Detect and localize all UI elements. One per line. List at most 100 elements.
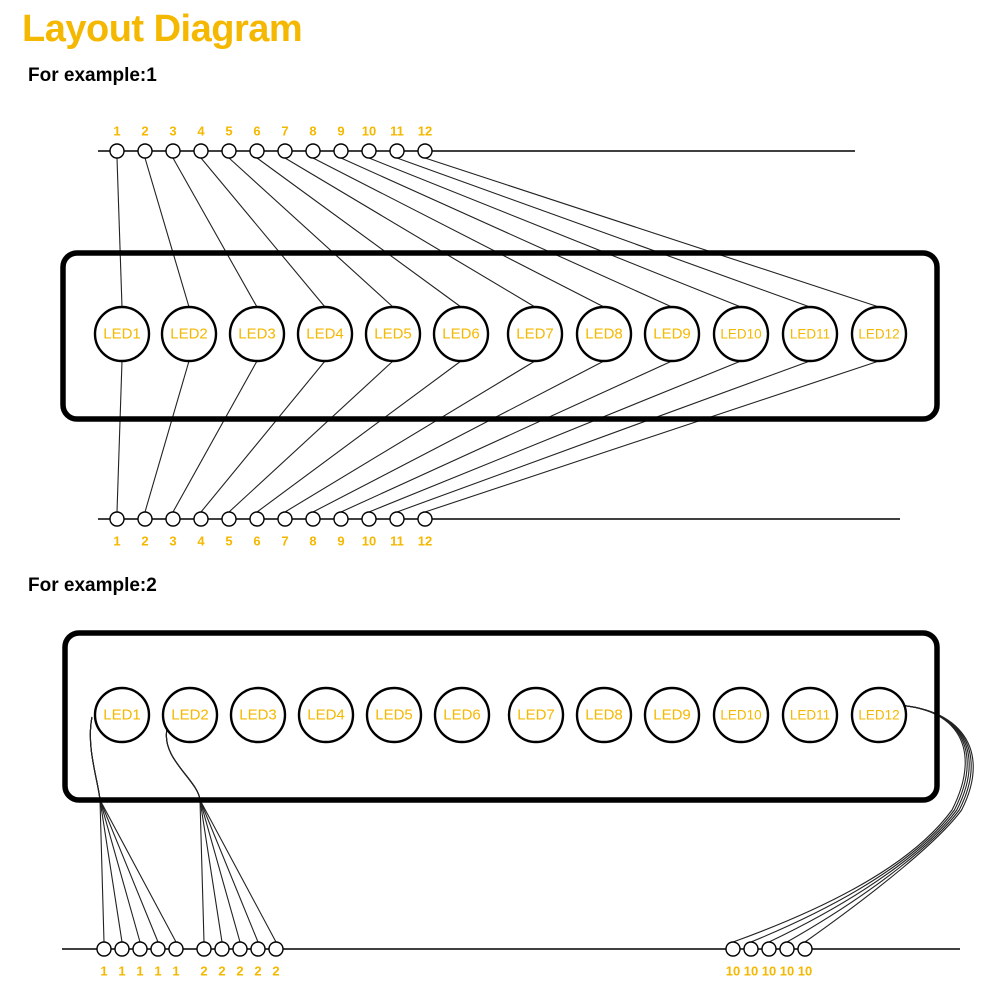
bottom-pin-4[interactable] — [193, 511, 209, 527]
group-1-pin-4[interactable] — [168, 941, 184, 957]
top-pin-2[interactable] — [137, 143, 153, 159]
example-2-led4[interactable] — [297, 686, 355, 744]
led2-bundle-wire-0 — [165, 728, 205, 943]
example-1-led6[interactable] — [432, 305, 490, 363]
top-pin-label-2: 2 — [141, 124, 148, 139]
example-1-led10[interactable] — [712, 305, 770, 363]
example-1-led1[interactable] — [93, 305, 151, 363]
top-pin-label-8: 8 — [309, 124, 316, 139]
led2-bundle-wire-1 — [165, 728, 223, 943]
wire-top-3 — [172, 157, 258, 308]
bottom-pin-1[interactable] — [109, 511, 125, 527]
example-1-led5[interactable] — [364, 305, 422, 363]
example-2-led11-label: LED11 — [790, 708, 830, 723]
group-10-pin-4[interactable] — [797, 941, 813, 957]
led1-bundle-wire-0 — [89, 716, 105, 943]
group-2-pin-4[interactable] — [268, 941, 284, 957]
top-pin-11[interactable] — [389, 143, 405, 159]
example-1-led9-label: LED9 — [653, 326, 691, 343]
example-1-led12[interactable] — [850, 305, 908, 363]
example-2-led12[interactable] — [850, 686, 908, 744]
top-pin-label-10: 10 — [362, 124, 376, 139]
group-1-pin-3[interactable] — [150, 941, 166, 957]
example-1-led2[interactable] — [160, 305, 218, 363]
top-pin-5[interactable] — [221, 143, 237, 159]
top-pin-label-3: 3 — [169, 124, 176, 139]
bottom-pin-label-8: 8 — [309, 534, 316, 549]
group-1-pin-1[interactable] — [114, 941, 130, 957]
group-2-pin-label-3: 2 — [254, 964, 261, 979]
bottom-pin-3[interactable] — [165, 511, 181, 527]
group-2-pin-2[interactable] — [232, 941, 248, 957]
example-2-led5[interactable] — [365, 686, 423, 744]
example-1-led7[interactable] — [506, 305, 564, 363]
bottom-pin-2[interactable] — [137, 511, 153, 527]
group-10-pin-0[interactable] — [725, 941, 741, 957]
group-10-pin-1[interactable] — [743, 941, 759, 957]
example-1-led9[interactable] — [643, 305, 701, 363]
top-pin-label-5: 5 — [225, 124, 232, 139]
example-1-led12-label: LED12 — [858, 327, 899, 342]
example-1-led8[interactable] — [575, 305, 633, 363]
example-2-led8[interactable] — [575, 686, 633, 744]
top-pin-12[interactable] — [417, 143, 433, 159]
top-pin-3[interactable] — [165, 143, 181, 159]
top-pin-10[interactable] — [361, 143, 377, 159]
bottom-pin-6[interactable] — [249, 511, 265, 527]
top-pin-4[interactable] — [193, 143, 209, 159]
example-2-led7[interactable] — [507, 686, 565, 744]
group-1-pin-2[interactable] — [132, 941, 148, 957]
bottom-pin-12[interactable] — [417, 511, 433, 527]
example-1-led3[interactable] — [228, 305, 286, 363]
example-2-led9-label: LED9 — [653, 707, 691, 724]
example-2-led10[interactable] — [712, 686, 770, 744]
bottom-pin-label-12: 12 — [418, 534, 432, 549]
example-2-led2[interactable] — [161, 686, 219, 744]
wire-top-11 — [396, 157, 811, 308]
top-pin-9[interactable] — [333, 143, 349, 159]
wire-top-8 — [312, 157, 605, 308]
example-1-led4-label: LED4 — [306, 326, 344, 343]
wire-top-2 — [144, 157, 190, 308]
example-1-led11[interactable] — [781, 305, 839, 363]
bottom-pin-9[interactable] — [333, 511, 349, 527]
bottom-pin-label-4: 4 — [197, 534, 205, 549]
bottom-pin-label-7: 7 — [281, 534, 288, 549]
group-10-pin-3[interactable] — [779, 941, 795, 957]
bottom-pin-10[interactable] — [361, 511, 377, 527]
bottom-pin-label-11: 11 — [390, 534, 404, 549]
bottom-pin-7[interactable] — [277, 511, 293, 527]
wire-bottom-12 — [424, 360, 880, 513]
top-pin-6[interactable] — [249, 143, 265, 159]
page-title: Layout Diagram — [22, 8, 303, 50]
bottom-pin-5[interactable] — [221, 511, 237, 527]
example-1-led4[interactable] — [296, 305, 354, 363]
bottom-pin-label-9: 9 — [337, 534, 344, 549]
example-2-led11[interactable] — [781, 686, 839, 744]
example-2-led1[interactable] — [93, 686, 151, 744]
group-2-pin-1[interactable] — [214, 941, 230, 957]
example-1-led2-label: LED2 — [170, 326, 208, 343]
top-pin-label-12: 12 — [418, 124, 432, 139]
wire-top-1 — [116, 157, 123, 308]
group-2-pin-3[interactable] — [250, 941, 266, 957]
bottom-pin-label-1: 1 — [113, 534, 120, 549]
top-pin-label-7: 7 — [281, 124, 288, 139]
group-10-pin-label-2: 10 — [762, 964, 776, 979]
example-2-led3[interactable] — [229, 686, 287, 744]
top-pin-label-6: 6 — [253, 124, 260, 139]
example-2-led6-label: LED6 — [443, 707, 481, 724]
example-2-led9[interactable] — [643, 686, 701, 744]
top-pin-8[interactable] — [305, 143, 321, 159]
example-1-led1-label: LED1 — [103, 326, 141, 343]
bottom-pin-label-3: 3 — [169, 534, 176, 549]
group-2-pin-0[interactable] — [196, 941, 212, 957]
group-10-pin-label-4: 10 — [798, 964, 812, 979]
top-pin-7[interactable] — [277, 143, 293, 159]
example-2-led6[interactable] — [433, 686, 491, 744]
group-10-pin-2[interactable] — [761, 941, 777, 957]
bottom-pin-8[interactable] — [305, 511, 321, 527]
top-pin-1[interactable] — [109, 143, 125, 159]
bottom-pin-11[interactable] — [389, 511, 405, 527]
group-1-pin-0[interactable] — [96, 941, 112, 957]
